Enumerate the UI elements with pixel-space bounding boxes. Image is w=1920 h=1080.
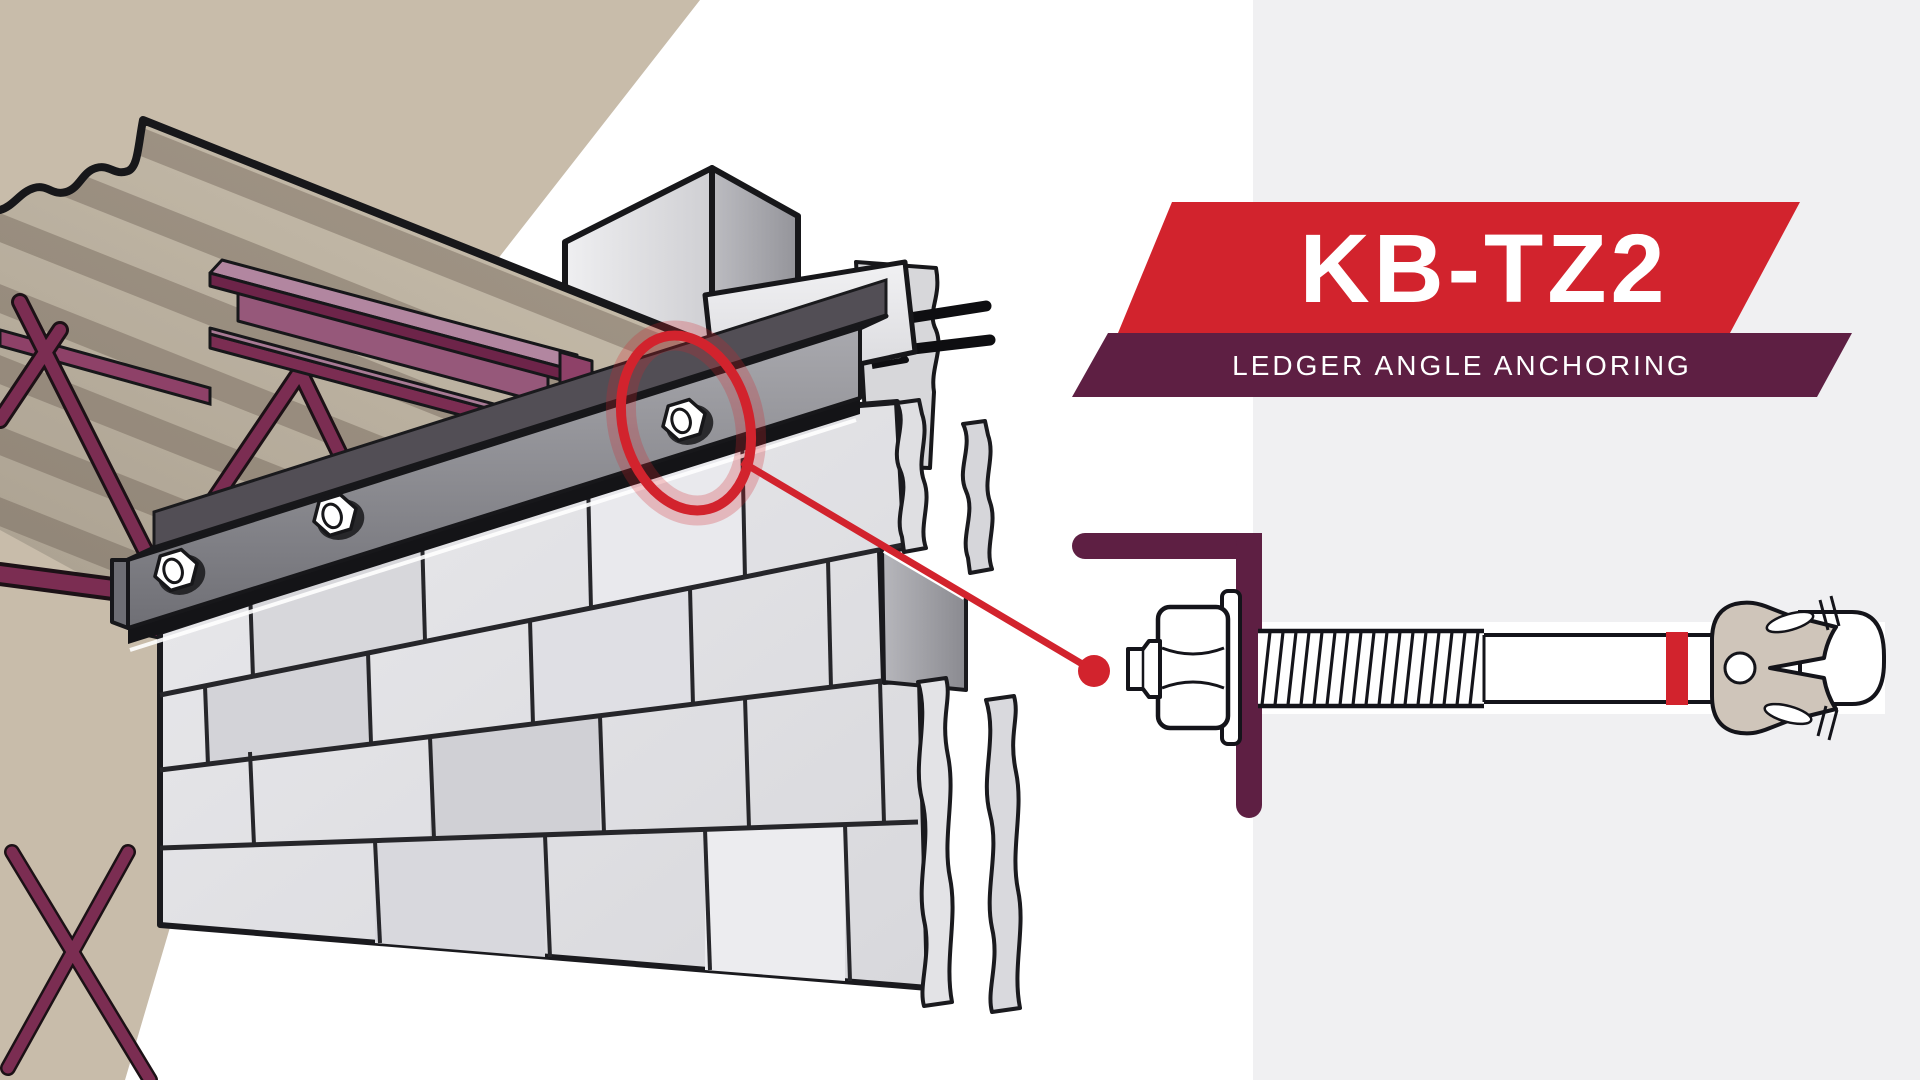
right-gray-panel	[1253, 0, 1920, 1080]
callout-dot	[1078, 655, 1110, 687]
block-tints	[205, 432, 845, 981]
threaded-stud	[1258, 628, 1484, 709]
anchor-bolt-3	[661, 397, 714, 445]
leader-line	[740, 458, 1096, 675]
product-title: KB-TZ2	[1300, 214, 1669, 323]
joist-web-braces	[0, 293, 439, 649]
anchor-bolt-2	[312, 492, 365, 540]
cmu-wall	[157, 398, 1023, 1014]
joist-braces-lower	[0, 844, 158, 1080]
expansion-clip	[1710, 595, 1841, 741]
banner-maroon	[1072, 333, 1852, 397]
anchor-detail	[1072, 533, 1886, 818]
product-banner: KB-TZ2 LEDGER ANGLE ANCHORING	[1072, 202, 1852, 397]
product-subtitle: LEDGER ANGLE ANCHORING	[1232, 350, 1692, 381]
detail-angle-bracket	[1072, 533, 1262, 818]
stud-tip	[1126, 639, 1162, 699]
angle-end-cap	[110, 558, 130, 630]
anchor-bolt-1	[153, 547, 206, 595]
deck-edge-outline	[0, 116, 824, 393]
banner-red	[1118, 202, 1800, 333]
torn-edge	[880, 398, 1023, 1014]
angle-shadow	[128, 398, 860, 644]
hex-nut	[1155, 604, 1231, 731]
red-marking-band	[1666, 632, 1688, 705]
ledger-angle	[110, 277, 889, 652]
